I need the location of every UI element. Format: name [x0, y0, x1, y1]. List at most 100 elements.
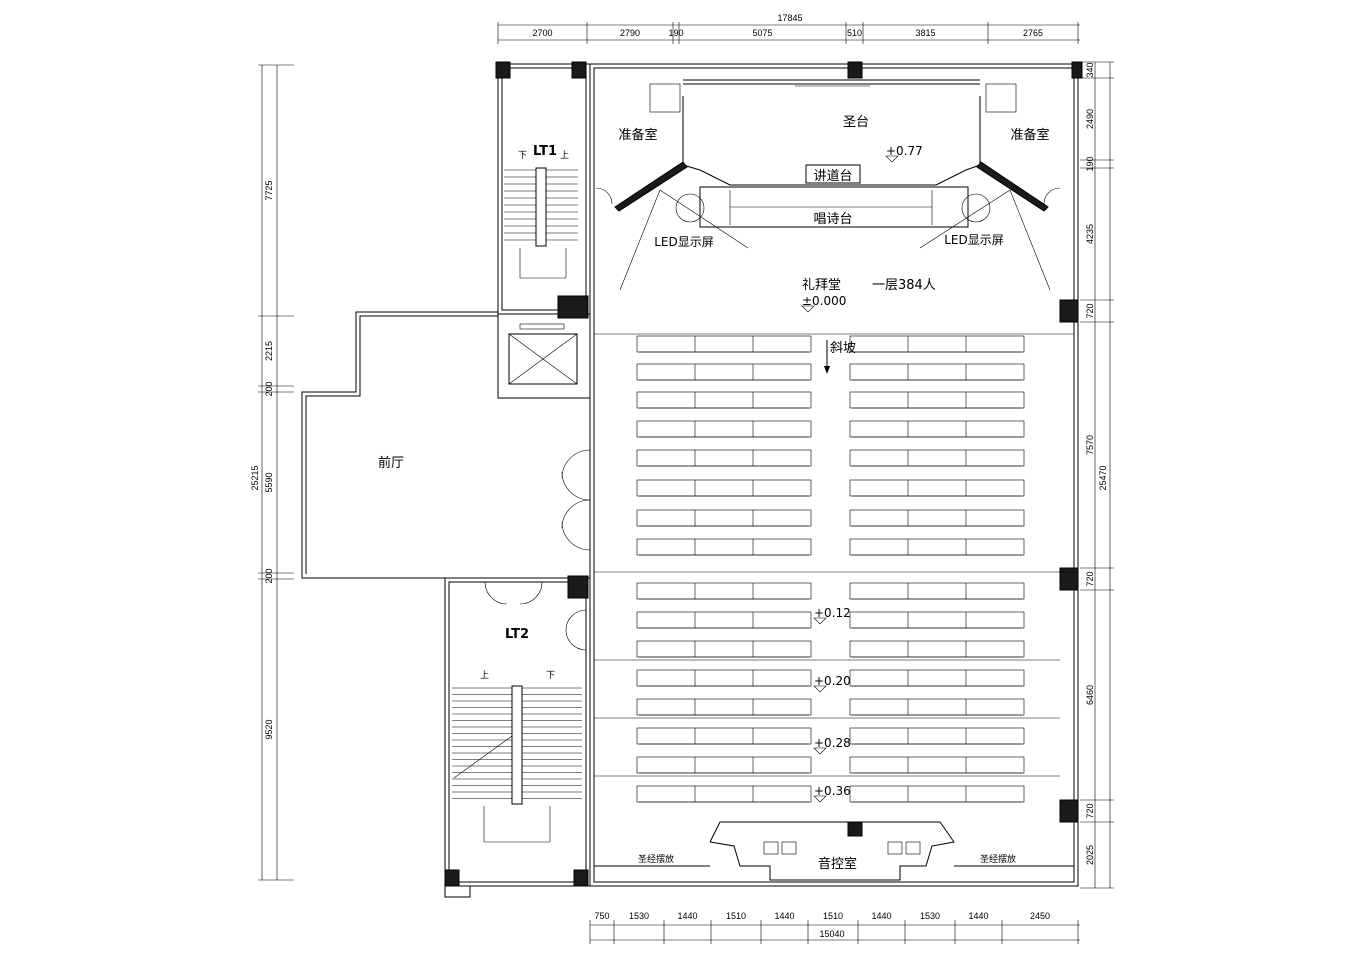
top-total-dimension: 17845: [777, 13, 802, 23]
pew: [636, 363, 812, 381]
bottom-dimension-label: 1440: [968, 911, 988, 921]
label-up-lt1: 上: [560, 150, 569, 161]
pew: [636, 538, 812, 556]
lobby-doors: [484, 449, 591, 651]
bottom-dimension-label: 750: [594, 911, 609, 921]
left-dimension-label: 200: [264, 381, 274, 396]
bottom-dimension-label: 1530: [629, 911, 649, 921]
pew: [849, 698, 1025, 716]
right-dimension-label: 2490: [1085, 109, 1095, 129]
room-labels: 圣台 准备室 准备室 讲道台 唱诗台 LED显示屏 LED显示屏 礼拜堂 一层3…: [378, 115, 1050, 872]
right-dimension-label: 720: [1085, 571, 1095, 586]
pew: [636, 509, 812, 527]
top-dimension-label: 5075: [752, 28, 772, 38]
elevator: [508, 323, 578, 385]
top-dimension-label: 190: [668, 28, 683, 38]
control-room: [594, 821, 1074, 881]
top-dimension-label: 3815: [915, 28, 935, 38]
pew: [636, 698, 812, 716]
label-stair-lt2: LT2: [505, 627, 529, 642]
label-down-lt1: 下: [518, 151, 527, 161]
top-dimensions: 17845 2700 2790 190 5075 510 3815 2765: [497, 13, 1080, 44]
bottom-dimension-label: 1510: [823, 911, 843, 921]
pew: [849, 785, 1025, 803]
pew-rows: [636, 335, 1025, 803]
label-control-room: 音控室: [818, 856, 857, 872]
left-dimension-label: 200: [264, 568, 274, 583]
label-up-lt2: 上: [480, 670, 489, 681]
right-dimension-label: 720: [1085, 303, 1095, 318]
level-1: +0.12: [814, 606, 851, 620]
label-ramp: 斜坡: [830, 341, 856, 356]
pew: [849, 669, 1025, 687]
stair-lt2: [452, 685, 582, 843]
pew: [849, 640, 1025, 658]
left-dimension-label: 5590: [264, 472, 274, 492]
level-markers: [801, 155, 899, 803]
label-pulpit: 讲道台: [813, 169, 852, 184]
elevation-labels: +0.77 ±0.000 +0.12 +0.20 +0.28 +0.36: [802, 144, 923, 798]
level-2: +0.20: [814, 674, 851, 688]
left-dimension-label: 2215: [264, 341, 274, 361]
bottom-dimension-label: 1510: [726, 911, 746, 921]
label-hall: 礼拜堂: [802, 277, 841, 293]
right-dimension-label: 6460: [1085, 685, 1095, 705]
right-dimension-label: 190: [1085, 156, 1095, 171]
level-3: +0.28: [814, 736, 851, 750]
right-total-dimension: 25470: [1098, 465, 1108, 490]
pew: [849, 420, 1025, 438]
bottom-dimension-label: 1440: [677, 911, 697, 921]
label-led-right: LED显示屏: [944, 233, 1004, 247]
pew: [636, 449, 812, 467]
label-prep-right: 准备室: [1010, 127, 1049, 143]
pew: [636, 582, 812, 600]
top-dimension-label: 2765: [1023, 28, 1043, 38]
pew: [636, 669, 812, 687]
pew: [849, 538, 1025, 556]
pew: [849, 582, 1025, 600]
building-walls: [301, 63, 1079, 898]
pew: [636, 391, 812, 409]
pew: [849, 391, 1025, 409]
pew: [849, 611, 1025, 629]
pew: [636, 756, 812, 774]
pew: [849, 756, 1025, 774]
pew: [636, 335, 812, 353]
pew: [636, 640, 812, 658]
right-dimension-label: 340: [1085, 62, 1095, 77]
pew: [636, 611, 812, 629]
bottom-total-dimension: 15040: [819, 929, 844, 939]
label-prep-left: 准备室: [618, 127, 657, 143]
bottom-dimension-label: 2450: [1030, 911, 1050, 921]
structural-columns: [444, 61, 1083, 887]
label-baptism-right: 圣经摆放: [980, 853, 1016, 865]
top-dimension-label: 2790: [620, 28, 640, 38]
label-lobby: 前厅: [378, 455, 404, 471]
label-down-lt2: 下: [546, 671, 555, 681]
pew: [849, 509, 1025, 527]
right-dimension-label: 7570: [1085, 435, 1095, 455]
right-dimension-label: 720: [1085, 803, 1095, 818]
left-dimension-label: 9520: [264, 719, 274, 739]
pew: [849, 335, 1025, 353]
pew: [636, 785, 812, 803]
pew: [849, 727, 1025, 745]
top-dimension-label: 2700: [532, 28, 552, 38]
label-stage: 圣台: [843, 115, 869, 130]
label-choir: 唱诗台: [813, 212, 852, 227]
right-dimension-label: 4235: [1085, 224, 1095, 244]
bottom-dimension-label: 1440: [774, 911, 794, 921]
pew: [849, 363, 1025, 381]
left-dimension-label: 7725: [264, 180, 274, 200]
pew: [636, 727, 812, 745]
label-stair-lt1: LT1: [533, 144, 557, 159]
level-4: +0.36: [814, 784, 851, 798]
top-dimension-label: 510: [847, 28, 862, 38]
bottom-dimension-label: 1440: [871, 911, 891, 921]
pew: [636, 420, 812, 438]
pew: [636, 479, 812, 497]
pew: [849, 449, 1025, 467]
stair-lt1: [504, 167, 578, 279]
